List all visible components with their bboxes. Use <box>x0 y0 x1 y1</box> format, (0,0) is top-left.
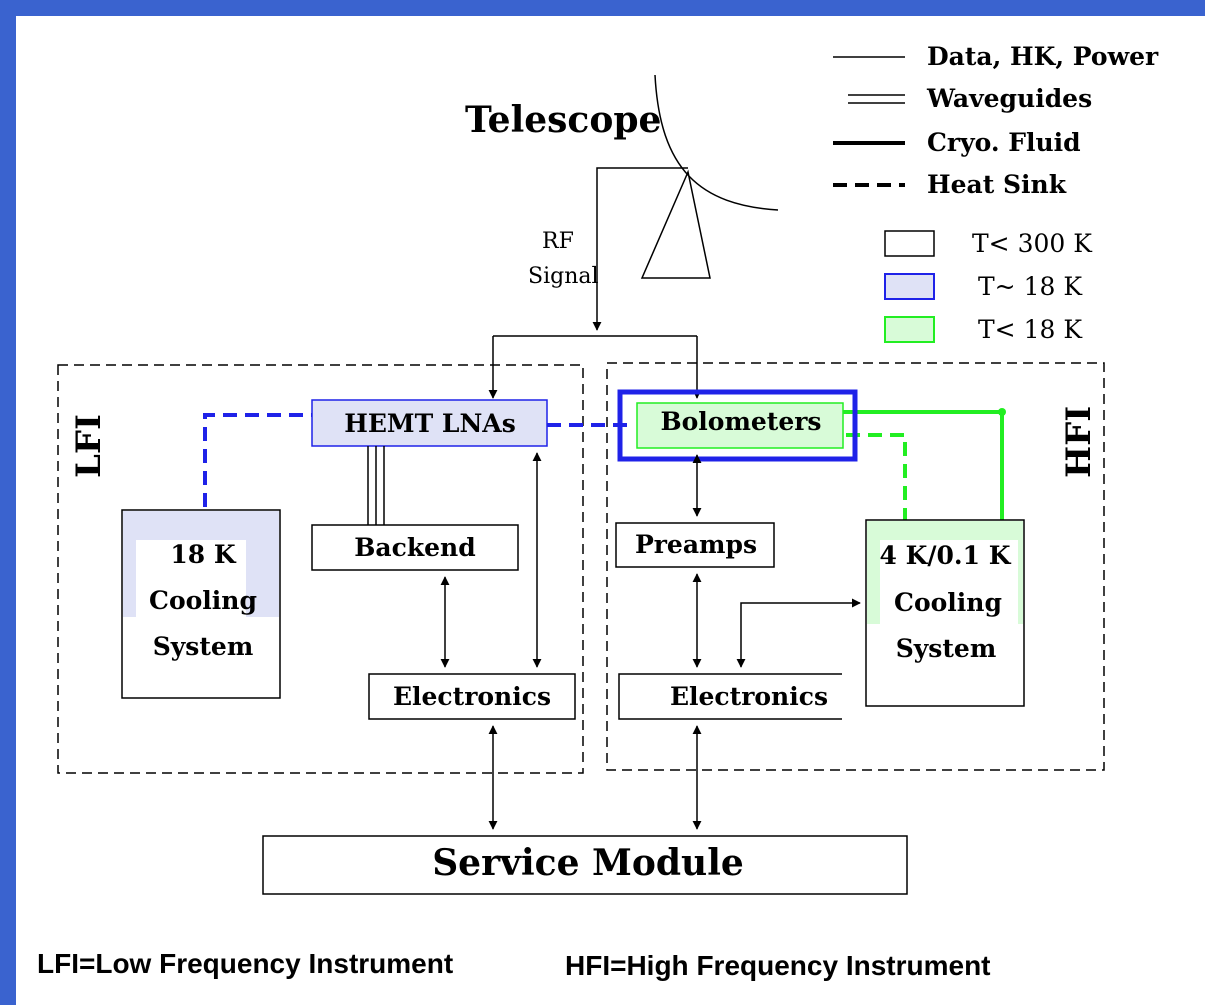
lfi-electronics-box <box>368 673 576 720</box>
service-module-label: Service Module <box>432 842 744 884</box>
legend-18k-label: T~ 18 K <box>978 272 1083 301</box>
telescope-mirror <box>654 74 779 211</box>
telescope: Telescope <box>465 74 779 279</box>
hfi-cooling-line2: Cooling <box>894 588 1002 617</box>
hfi-boundary <box>606 362 1105 771</box>
signal-label: Signal <box>528 264 599 289</box>
bolometers-box <box>636 402 844 449</box>
cryo-fluid-line <box>842 410 1004 520</box>
rf-label: RF <box>542 229 574 254</box>
legend-lt18k-label: T< 18 K <box>978 315 1083 344</box>
lfi-cooling-line1: 18 K <box>170 540 236 569</box>
hfi-definition: HFI=High Frequency Instrument <box>565 950 991 981</box>
hemt-lnas-label: HEMT LNAs <box>344 409 516 438</box>
legend-cryo-label: Cryo. Fluid <box>927 128 1081 157</box>
legend-swatch-18k <box>884 273 935 300</box>
backend-box <box>311 524 519 571</box>
telescope-label: Telescope <box>465 99 661 141</box>
bolometers-outer <box>617 389 858 462</box>
lfi-definition: LFI=Low Frequency Instrument <box>37 948 453 979</box>
hfi-heat-sink <box>846 433 907 520</box>
top-border <box>0 0 1205 16</box>
preamps-label: Preamps <box>635 530 757 559</box>
hfi-electronics-box <box>618 673 842 720</box>
service-module-box <box>262 835 908 895</box>
hfi-instrument: HFI Bolometers Preamps 4 K/0.1 K Cooling… <box>606 362 1105 830</box>
bolometers-label: Bolometers <box>660 407 821 436</box>
lfi-cooling-line3: System <box>153 632 254 661</box>
hemt-lnas-box <box>311 399 548 447</box>
left-border <box>0 0 16 1005</box>
hfi-label: HFI <box>1059 406 1099 478</box>
lfi-instrument: LFI HEMT LNAs Backend 18 K Cooling Syste… <box>57 364 635 830</box>
legend-data-label: Data, HK, Power <box>927 42 1159 71</box>
legend: Data, HK, Power Waveguides Cryo. Fluid H… <box>833 42 1159 344</box>
lfi-cooling-line2: Cooling <box>149 586 257 615</box>
hfi-cooling-line1: 4 K/0.1 K <box>880 541 1012 570</box>
service-module: Service Module <box>262 835 908 895</box>
lfi-electronics-label: Electronics <box>393 682 551 711</box>
legend-300k-label: T< 300 K <box>972 229 1093 258</box>
legend-waveguides-label: Waveguides <box>926 84 1092 113</box>
legend-swatch-lt18k <box>884 316 935 343</box>
preamps-box <box>615 522 775 568</box>
hfi-cooling-line3: System <box>896 634 997 663</box>
lfi-label: LFI <box>69 414 109 478</box>
legend-swatch-300k <box>884 230 935 257</box>
legend-heatsink-label: Heat Sink <box>927 170 1067 199</box>
rf-signal-path: RF Signal <box>488 167 702 399</box>
backend-label: Backend <box>354 533 475 562</box>
hfi-electronics-label: Electronics <box>670 682 828 711</box>
feed-horn <box>640 169 711 279</box>
lfi-boundary <box>57 364 584 774</box>
lfi-heat-sink <box>203 413 312 507</box>
